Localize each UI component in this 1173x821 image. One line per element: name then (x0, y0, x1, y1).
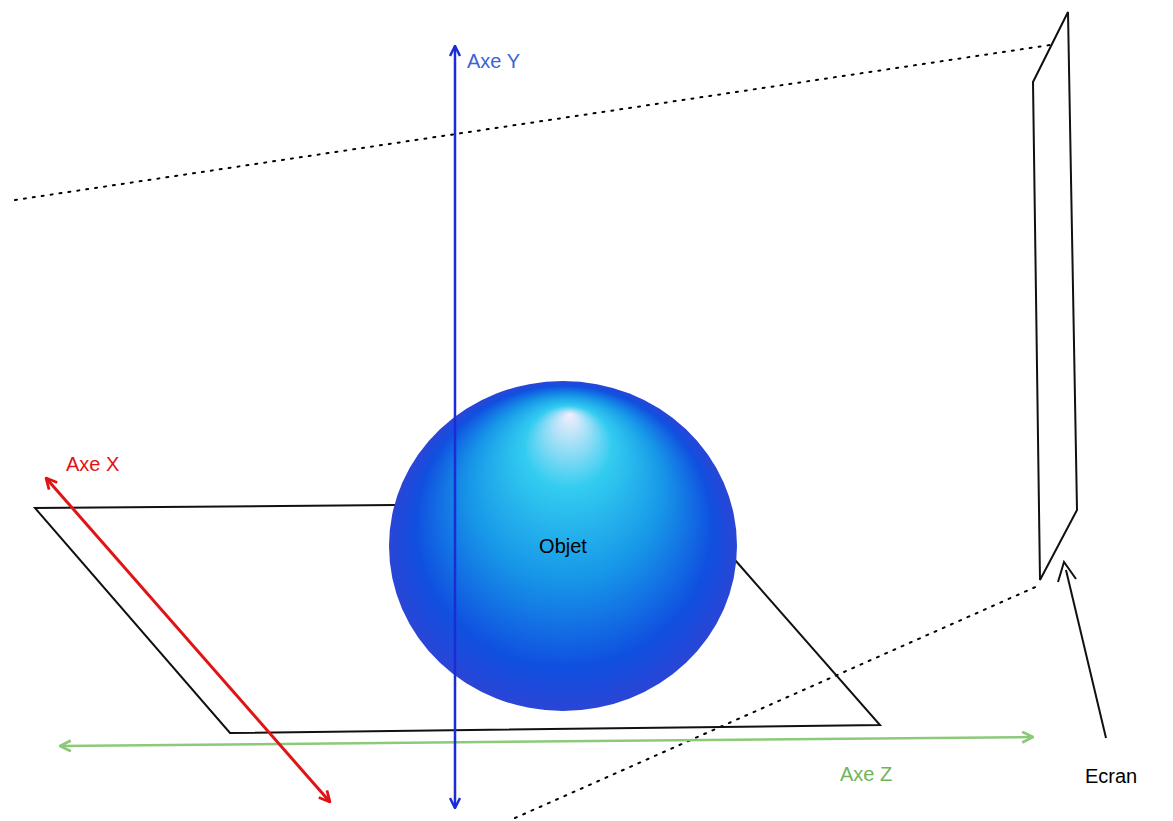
screen-plane (1033, 12, 1077, 580)
view-frustum (15, 45, 1050, 818)
leader-line (1066, 570, 1106, 738)
axis-label: Axe X (66, 453, 119, 476)
axis-label: Ecran (1085, 765, 1137, 788)
axis-label: Axe Y (467, 50, 520, 73)
sphere-object: Objet (388, 380, 738, 712)
z-axis (60, 737, 1033, 746)
axis-label: Axe Z (840, 763, 892, 786)
x-axis (46, 478, 330, 802)
object-label: Objet (539, 535, 587, 558)
y-axis (454, 46, 457, 808)
leader-arrowhead (1058, 562, 1076, 582)
